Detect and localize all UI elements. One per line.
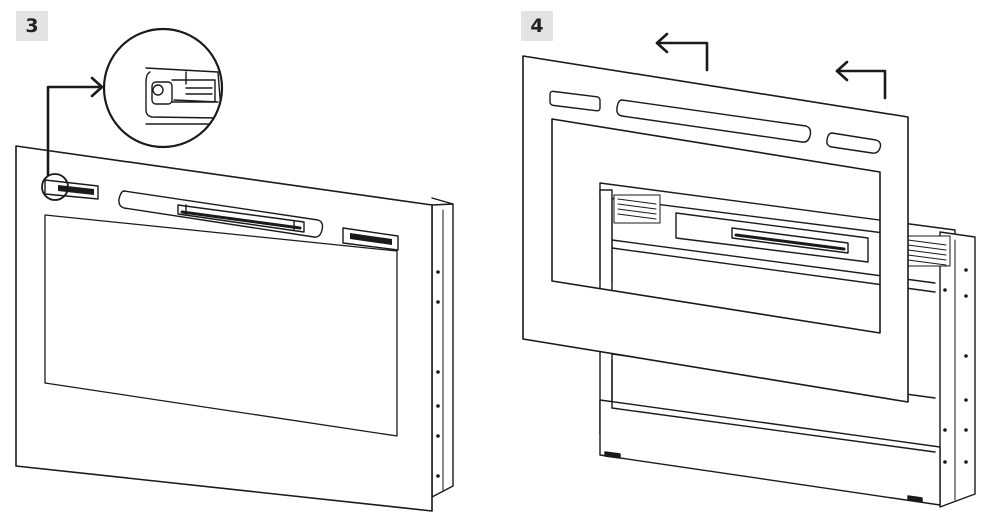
top-vent-center [119,191,323,237]
left-arrow-icon-2 [837,62,885,98]
frame-slot-center [617,100,811,142]
trim-frame-removed [523,56,908,402]
firebox-vent-right [905,236,950,266]
side-screw-holes [436,270,440,478]
step-4-fireplace [523,34,975,507]
step-3-number: 3 [25,15,39,37]
glass-window [45,215,397,436]
step-3-badge: 3 [16,11,48,41]
firebox-vent-left [614,195,660,223]
bent-arrow-icon [48,78,102,175]
frame-slot-right [827,133,881,153]
side-screw-holes-4 [943,268,968,464]
frame-slot-left [550,91,600,111]
step-4-number: 4 [530,15,544,37]
left-arrow-icon [657,34,707,70]
magnifier-callout-icon [104,29,222,147]
top-vent-left [45,180,98,199]
firebox-front-visible [600,197,612,282]
step-4-badge: 4 [521,11,553,41]
detail-target-circle [42,174,68,200]
firebox-body [600,183,975,507]
top-vent-right [343,228,398,250]
step-3-fireplace [16,29,453,511]
front-trim-frame [16,146,432,511]
